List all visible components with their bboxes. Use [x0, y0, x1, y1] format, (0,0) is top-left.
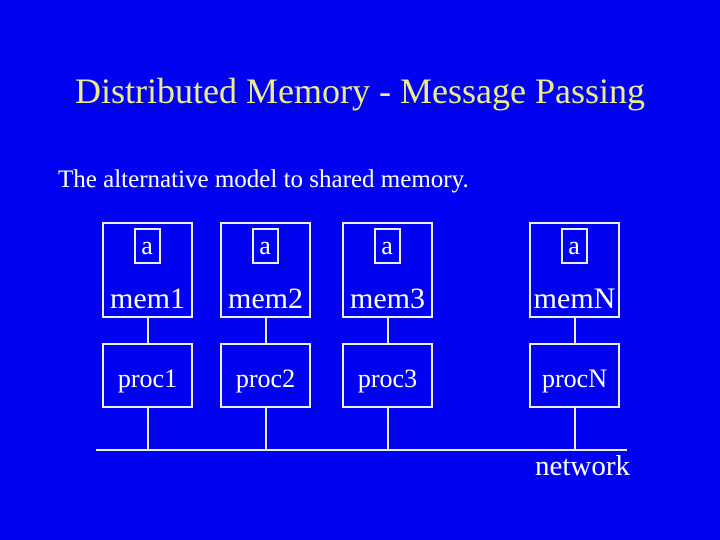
variable-label: a: [141, 231, 153, 260]
node-column-3: a mem3 proc3: [342, 222, 433, 451]
mem-proc-connector: [573, 318, 576, 343]
node-column-n: a memN procN: [529, 222, 620, 451]
slide-title: Distributed Memory - Message Passing: [75, 71, 645, 111]
slide-subtitle: The alternative model to shared memory.: [58, 166, 469, 193]
variable-box: a: [133, 228, 161, 264]
variable-label: a: [381, 231, 393, 260]
mem-proc-connector: [386, 318, 389, 343]
variable-box: a: [560, 228, 588, 264]
processor-box: proc2: [220, 343, 311, 408]
proc-network-connector: [264, 408, 267, 451]
memory-label: mem1: [110, 282, 185, 315]
processor-box: proc1: [102, 343, 193, 408]
memory-label: mem2: [228, 282, 303, 315]
node-column-2: a mem2 proc2: [220, 222, 311, 451]
network-label: network: [534, 450, 630, 482]
variable-label: a: [568, 231, 580, 260]
network-bus-line: [96, 449, 627, 451]
processor-label: proc1: [117, 363, 178, 393]
memory-box: a mem3: [342, 222, 433, 318]
processor-box: proc3: [342, 343, 433, 408]
memory-box: a memN: [529, 222, 620, 318]
variable-label: a: [259, 231, 271, 260]
proc-network-connector: [386, 408, 389, 451]
proc-network-connector: [146, 408, 149, 451]
mem-proc-connector: [146, 318, 149, 343]
memory-box: a mem2: [220, 222, 311, 318]
memory-label: memN: [533, 282, 616, 315]
variable-box: a: [373, 228, 401, 264]
memory-label: mem3: [350, 282, 425, 315]
memory-box: a mem1: [102, 222, 193, 318]
proc-network-connector: [573, 408, 576, 451]
processor-box: procN: [529, 343, 620, 408]
processor-label: proc3: [357, 363, 418, 393]
processor-label: proc2: [235, 363, 296, 393]
variable-box: a: [251, 228, 279, 264]
mem-proc-connector: [264, 318, 267, 343]
processor-label: procN: [542, 363, 607, 393]
node-column-1: a mem1 proc1: [102, 222, 193, 451]
